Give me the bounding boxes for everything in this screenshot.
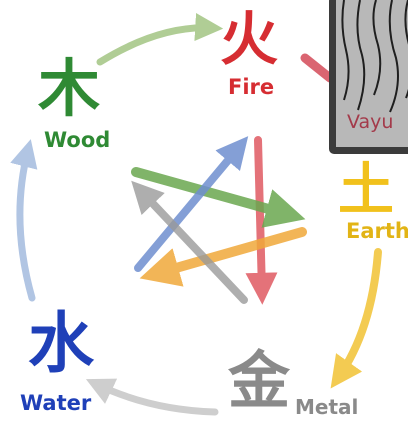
wood-label: Wood (44, 130, 110, 151)
metal-label: Metal (295, 397, 358, 417)
arrow-wood-to-fire (100, 28, 212, 62)
wood-character: 木 (38, 58, 100, 120)
arrow-water-to-wood (20, 150, 32, 298)
metal-character: 金 (228, 350, 290, 412)
arrow-earth-to-metal (338, 252, 378, 378)
arrow-earth-to-water (155, 232, 302, 274)
arrow-fire-to-earth (305, 58, 330, 78)
vayu-label: Vayu (347, 113, 393, 132)
arrow-fire-to-metal (258, 140, 262, 292)
earth-label: Earth (346, 221, 408, 242)
fire-character: 火 (220, 10, 278, 68)
water-label: Water (20, 393, 91, 414)
fire-label: Fire (228, 77, 274, 98)
arrow-metal-to-water (96, 384, 215, 412)
water-character: 水 (28, 310, 94, 376)
earth-character: 土 (338, 162, 394, 218)
